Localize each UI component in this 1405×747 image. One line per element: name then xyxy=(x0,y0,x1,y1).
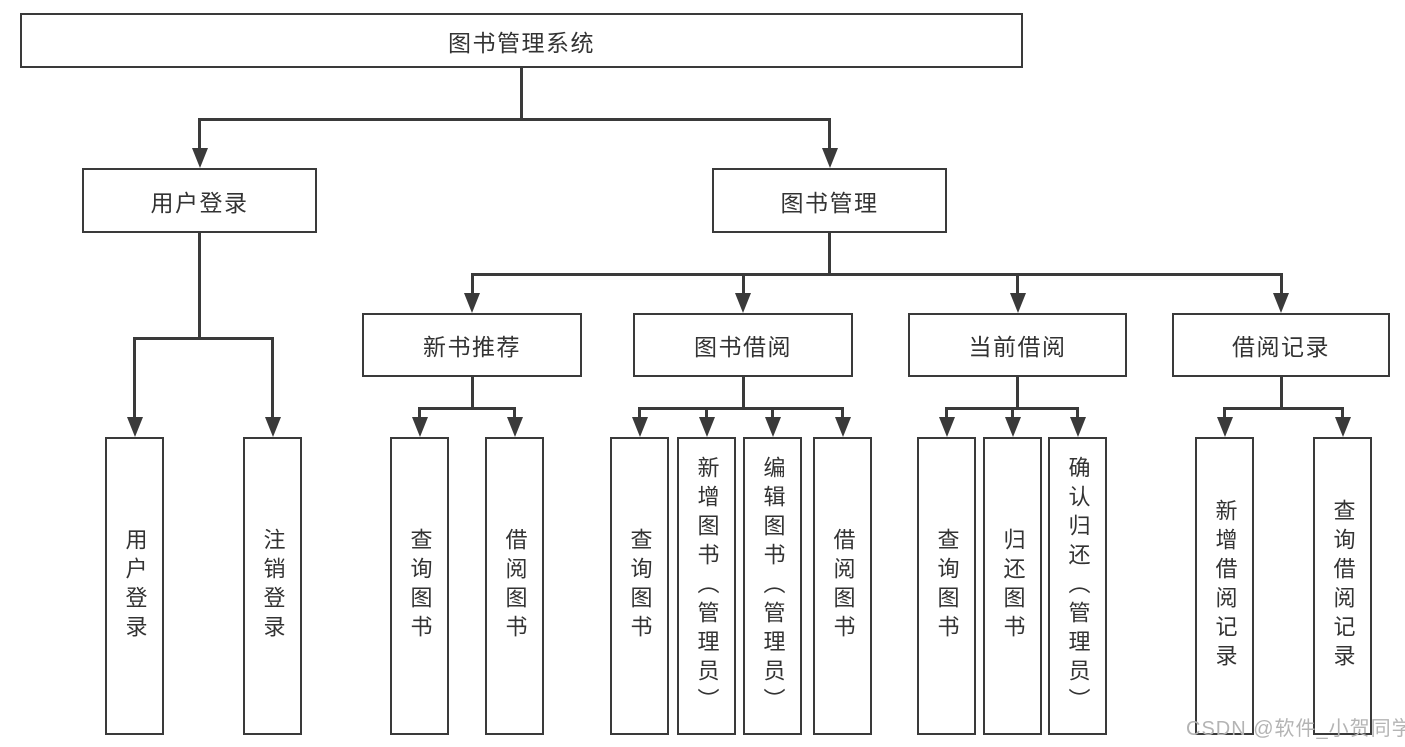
node-new-book-recommendation: 新书推荐 xyxy=(362,313,582,377)
node-label: 图书管理系统 xyxy=(448,29,595,56)
leaf-borrow-books: 借阅图书 xyxy=(813,437,872,735)
node-label: 图书借阅 xyxy=(694,334,792,360)
connector-stem xyxy=(470,377,474,407)
node-label: 编辑图书（管理员） xyxy=(760,455,786,717)
leaf-user-login: 用户登录 xyxy=(105,437,164,735)
node-label: 新书推荐 xyxy=(423,334,521,360)
arrowhead-down-icon xyxy=(938,417,955,437)
leaf-edit-books-admin: 编辑图书（管理员） xyxy=(743,437,802,735)
node-label: 查询图书 xyxy=(627,528,653,644)
arrowhead-down-icon xyxy=(698,417,715,437)
connector-arrow-line xyxy=(771,407,774,417)
arrowhead-down-icon xyxy=(631,417,648,437)
connector-arrow-line xyxy=(1016,273,1019,293)
arrowhead-down-icon xyxy=(764,417,781,437)
node-label: 新增图书（管理员） xyxy=(694,455,720,717)
leaf-borrow-books-recommend: 借阅图书 xyxy=(485,437,544,735)
connector-arrow-line xyxy=(1011,407,1014,417)
connector-arrow-line xyxy=(945,407,948,417)
node-label: 注销登录 xyxy=(260,528,286,644)
leaf-add-books-admin: 新增图书（管理员） xyxy=(677,437,736,735)
node-library-management-system: 图书管理系统 xyxy=(20,13,1023,68)
node-label: 用户登录 xyxy=(122,528,148,644)
leaf-query-borrow-record: 查询借阅记录 xyxy=(1313,437,1372,735)
arrowhead-down-icon xyxy=(821,148,838,168)
connector-bar xyxy=(639,407,843,410)
arrowhead-down-icon xyxy=(191,148,208,168)
connector-arrow-line xyxy=(828,118,831,148)
connector-stem xyxy=(1279,377,1283,407)
node-label: 新增借阅记录 xyxy=(1212,499,1238,673)
node-label: 借阅图书 xyxy=(502,528,528,644)
leaf-logout: 注销登录 xyxy=(243,437,302,735)
connector-bar xyxy=(1224,407,1343,410)
node-current-borrowing: 当前借阅 xyxy=(908,313,1127,377)
connector-arrow-line xyxy=(513,407,516,417)
arrowhead-down-icon xyxy=(1273,293,1289,313)
node-label: 查询图书 xyxy=(407,528,433,644)
connector-arrow-line xyxy=(133,337,136,417)
connector-root-stem xyxy=(520,68,523,118)
arrowhead-down-icon xyxy=(1334,417,1351,437)
connector-arrow-line xyxy=(1223,407,1226,417)
node-label: 用户登录 xyxy=(150,189,249,216)
node-book-borrowing: 图书借阅 xyxy=(633,313,853,377)
arrowhead-down-icon xyxy=(126,417,143,437)
connector-arrow-line xyxy=(1076,407,1079,417)
node-label: 借阅图书 xyxy=(830,528,856,644)
csdn-watermark: CSDN @软件_小贺同学 xyxy=(1186,718,1405,740)
connector-level3-bar xyxy=(472,273,1281,276)
connector-arrow-line xyxy=(638,407,641,417)
node-label: 确认归还（管理员） xyxy=(1065,455,1091,717)
connector-arrow-line xyxy=(1279,273,1283,293)
arrowhead-down-icon xyxy=(1004,417,1021,437)
connector-level2-bar xyxy=(198,118,830,121)
arrowhead-down-icon xyxy=(1216,417,1233,437)
arrowhead-down-icon xyxy=(411,417,428,437)
connector-arrow-line xyxy=(470,273,474,293)
leaf-confirm-return-admin: 确认归还（管理员） xyxy=(1048,437,1107,735)
connector-arrow-line xyxy=(705,407,708,417)
leaf-add-borrow-record: 新增借阅记录 xyxy=(1195,437,1254,735)
connector-user-login-bar xyxy=(134,337,273,340)
connector-arrow-line xyxy=(841,407,844,417)
connector-stem xyxy=(1016,377,1019,407)
connector-arrow-line xyxy=(271,337,274,417)
arrowhead-down-icon xyxy=(506,417,523,437)
arrowhead-down-icon xyxy=(834,417,851,437)
leaf-return-books: 归还图书 xyxy=(983,437,1042,735)
arrowhead-down-icon xyxy=(735,293,751,313)
connector-arrow-line xyxy=(418,407,421,417)
connector-user-login-stem xyxy=(198,233,201,337)
connector-stem xyxy=(741,377,745,407)
leaf-query-books-current: 查询图书 xyxy=(917,437,976,735)
node-user-login: 用户登录 xyxy=(82,168,317,233)
node-borrowing-records: 借阅记录 xyxy=(1172,313,1390,377)
connector-arrow-line xyxy=(741,273,745,293)
node-label: 查询借阅记录 xyxy=(1330,499,1356,673)
node-label: 借阅记录 xyxy=(1232,334,1330,360)
arrowhead-down-icon xyxy=(1069,417,1086,437)
leaf-query-books-recommend: 查询图书 xyxy=(390,437,449,735)
connector-arrow-line xyxy=(1341,407,1344,417)
connector-arrow-line xyxy=(198,118,201,148)
node-book-management: 图书管理 xyxy=(712,168,947,233)
arrowhead-down-icon xyxy=(1009,293,1026,313)
node-label: 归还图书 xyxy=(1000,528,1026,644)
arrowhead-down-icon xyxy=(264,417,281,437)
connector-book-mgmt-stem xyxy=(828,233,831,273)
node-label: 查询图书 xyxy=(934,528,960,644)
connector-bar xyxy=(419,407,515,410)
arrowhead-down-icon xyxy=(464,293,480,313)
node-label: 图书管理 xyxy=(780,189,879,216)
node-label: 当前借阅 xyxy=(968,334,1067,360)
leaf-query-books-borrow: 查询图书 xyxy=(610,437,669,735)
